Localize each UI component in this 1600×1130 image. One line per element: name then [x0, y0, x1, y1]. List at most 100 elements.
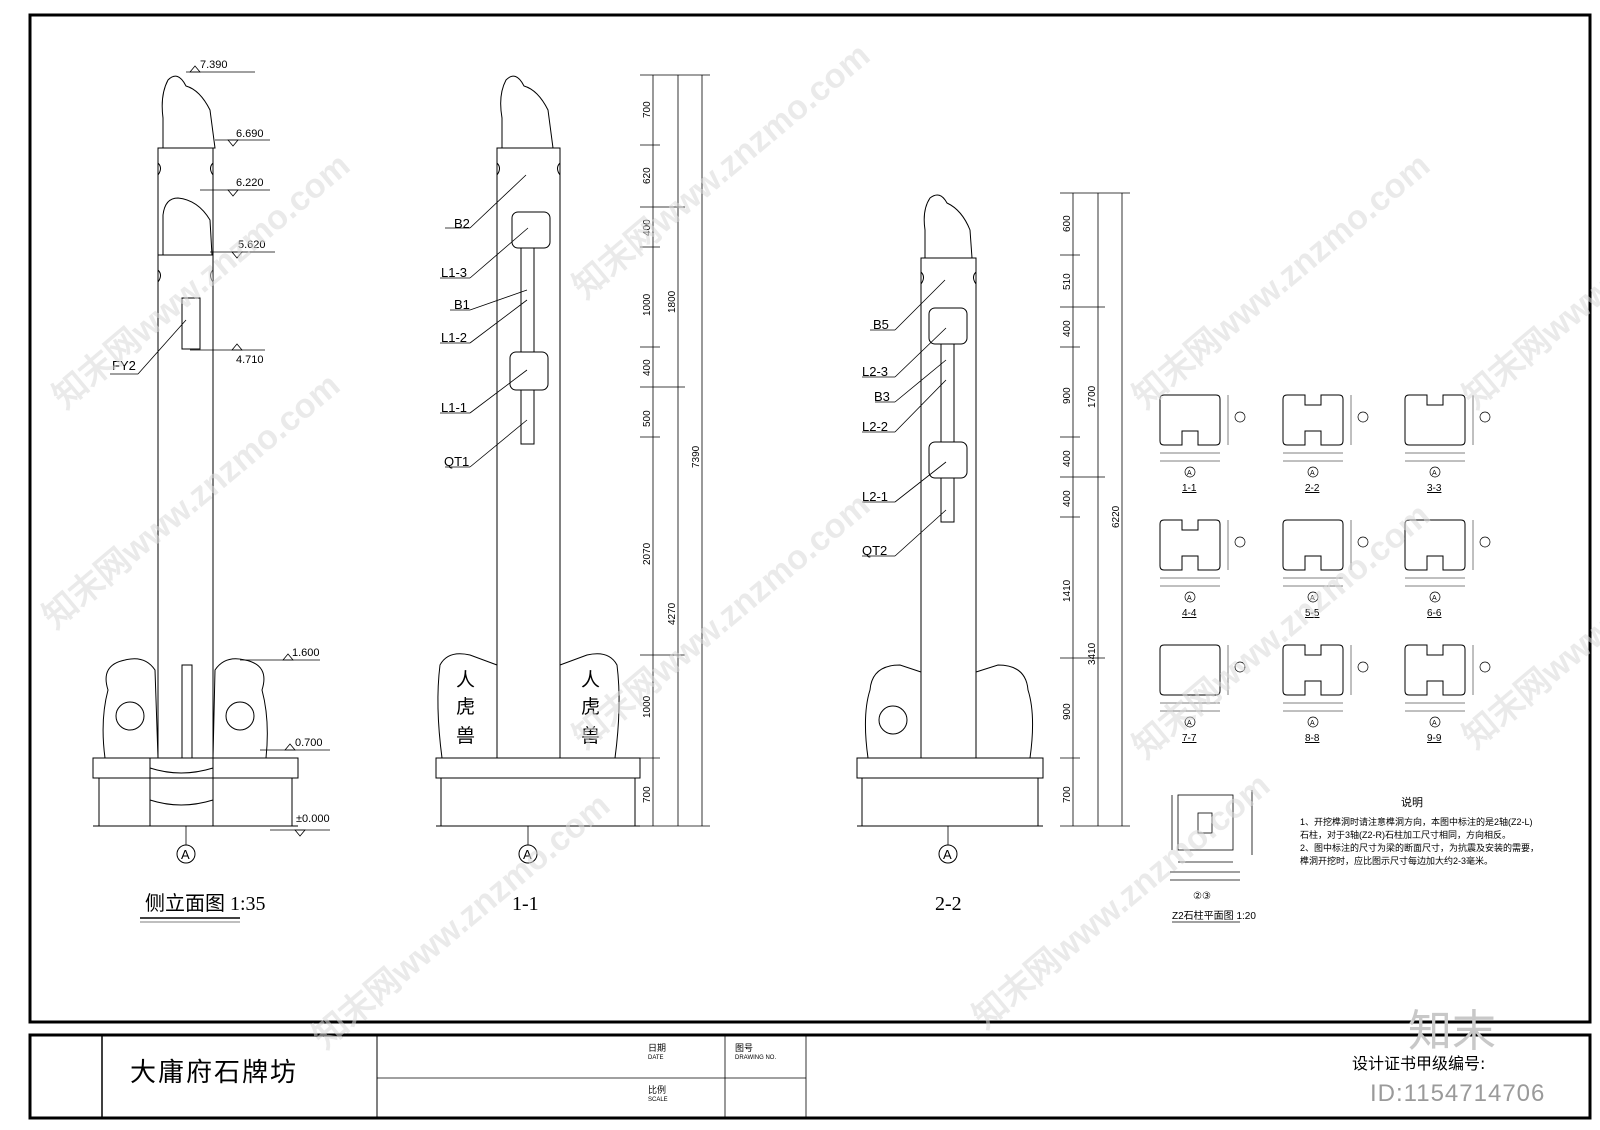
svg-text:1700: 1700 — [1087, 385, 1098, 408]
svg-text:1800: 1800 — [667, 290, 678, 313]
image-id: ID:1154714706 — [1370, 1080, 1546, 1107]
svg-text:400: 400 — [642, 219, 653, 236]
svg-text:兽: 兽 — [456, 725, 475, 747]
small-section-5-5: A 5-5 — [1282, 519, 1369, 619]
side-elev-1: 6.690 — [236, 128, 264, 140]
svg-text:600: 600 — [1062, 215, 1073, 232]
svg-text:700: 700 — [642, 101, 653, 118]
side-elevation-levels — [110, 65, 330, 837]
svg-text:A: A — [1187, 595, 1192, 602]
sec1-dim-lines — [640, 74, 710, 827]
sec1-label-3: L1-2 — [441, 330, 467, 345]
column-plan — [1170, 790, 1253, 881]
svg-text:侧立面图 1:35: 侧立面图 1:35 — [145, 892, 266, 915]
small-section-6-6: A 6-6 — [1404, 519, 1491, 619]
svg-text:400: 400 — [1062, 450, 1073, 467]
side-elev-7: ±0.000 — [296, 813, 330, 825]
svg-text:2070: 2070 — [642, 542, 653, 565]
small-section-2-2: A2-2 — [1282, 394, 1369, 494]
svg-text:1410: 1410 — [1062, 579, 1073, 602]
sec2-label-3: L2-2 — [862, 419, 888, 434]
note-line-2: 2、图中标注的尺寸为梁的断面尺寸，为抗震及安装的需要， — [1300, 842, 1539, 853]
side-elevation — [92, 75, 299, 827]
note-line-1: 石柱，对于3轴(Z2-R)石柱加工尺寸相同，方向相反。 — [1300, 829, 1511, 840]
svg-text:A: A — [1310, 595, 1315, 602]
side-elev-3: 5.620 — [238, 239, 266, 251]
section-1-1 — [435, 75, 641, 827]
svg-text:8-8: 8-8 — [1305, 733, 1320, 744]
sec1-label-5: QT1 — [444, 454, 469, 469]
svg-text:400: 400 — [1062, 490, 1073, 507]
sec2-label-4: L2-1 — [862, 489, 888, 504]
note-line-0: 1、开挖榫洞时请注意榫洞方向，本图中标注的是2轴(Z2-L) — [1300, 816, 1533, 827]
svg-text:A: A — [1432, 595, 1437, 602]
svg-text:9-9: 9-9 — [1427, 733, 1442, 744]
sec1-label-0: B2 — [454, 216, 470, 231]
svg-text:兽: 兽 — [581, 725, 600, 747]
svg-text:5-5: 5-5 — [1305, 608, 1320, 619]
svg-text:400: 400 — [1062, 320, 1073, 337]
title-block-frame — [28, 1033, 1592, 1120]
project-title: 大庸府石牌坊 — [130, 1058, 299, 1088]
svg-text:6220: 6220 — [1111, 505, 1122, 528]
note-line-3: 榫洞开挖时，应比图示尺寸每边加大约2-3毫米。 — [1300, 855, 1493, 866]
statue-text-right: 人 — [581, 669, 600, 691]
plan-title: Z2石柱平面图 1:20 — [1172, 909, 1256, 922]
svg-text:7-7: 7-7 — [1182, 733, 1197, 744]
sec1-label-1: L1-3 — [441, 265, 467, 280]
statue-text-left: 人 — [456, 669, 475, 691]
view-title-1-1: 1-1 — [512, 893, 539, 915]
small-sections: A1-1A2-2A3-3A4-4A5-5A6-6A7-7A8-8A9-9 — [1159, 394, 1491, 744]
sec2-dim-lines — [1060, 192, 1130, 827]
svg-text:500: 500 — [642, 410, 653, 427]
notes-title: 说明 — [1401, 795, 1423, 809]
svg-text:1-1: 1-1 — [1182, 483, 1197, 494]
side-elev-5: 1.600 — [292, 647, 320, 659]
svg-text:6-6: 6-6 — [1427, 608, 1442, 619]
svg-text:虎: 虎 — [456, 696, 475, 718]
section-1-1-leaders — [440, 174, 529, 468]
certificate-label: 设计证书甲级编号: — [1352, 1054, 1486, 1073]
svg-text:3-3: 3-3 — [1427, 483, 1442, 494]
sheet-frame — [28, 13, 1592, 1024]
svg-text:A: A — [943, 847, 952, 862]
sec2-label-5: QT2 — [862, 543, 887, 558]
sec2-label-2: B3 — [874, 389, 890, 404]
small-section-7-7: A7-7 — [1159, 644, 1246, 744]
svg-text:3410: 3410 — [1087, 642, 1098, 665]
svg-text:900: 900 — [1062, 703, 1073, 720]
sec2-axis-marker: A — [938, 826, 958, 864]
svg-text:4270: 4270 — [667, 602, 678, 625]
svg-text:7390: 7390 — [691, 445, 702, 468]
sec2-label-1: L2-3 — [862, 364, 888, 379]
svg-text:620: 620 — [642, 167, 653, 184]
svg-text:700: 700 — [642, 786, 653, 803]
svg-text:虎: 虎 — [581, 696, 600, 718]
side-elev-4: 4.710 — [236, 354, 264, 366]
svg-text:A: A — [1310, 720, 1315, 727]
svg-text:1000: 1000 — [642, 293, 653, 316]
section-2-2 — [856, 194, 1044, 827]
svg-text:1000: 1000 — [642, 695, 653, 718]
sec2-label-0: B5 — [873, 317, 889, 332]
small-section-9-9: A9-9 — [1404, 644, 1491, 744]
svg-text:900: 900 — [1062, 387, 1073, 404]
small-section-4-4: A4-4 — [1159, 519, 1246, 619]
svg-text:A: A — [1187, 470, 1192, 477]
sec1-label-2: B1 — [454, 297, 470, 312]
section-2-2-leaders — [862, 279, 947, 557]
znzmo-logo: 知末 — [1408, 1006, 1496, 1057]
sec1-label-4: L1-1 — [441, 400, 467, 415]
small-section-3-3: A 3-3 — [1404, 394, 1491, 494]
sec1-axis-marker: A — [518, 826, 538, 864]
sec2-dims: 600 510 400 1700 900 400 400 1410 3410 9… — [1062, 215, 1122, 803]
svg-text:400: 400 — [642, 359, 653, 376]
svg-text:700: 700 — [1062, 786, 1073, 803]
svg-text:510: 510 — [1062, 273, 1073, 290]
plan-marks: ②③ — [1193, 891, 1211, 902]
svg-text:A: A — [1432, 470, 1437, 477]
